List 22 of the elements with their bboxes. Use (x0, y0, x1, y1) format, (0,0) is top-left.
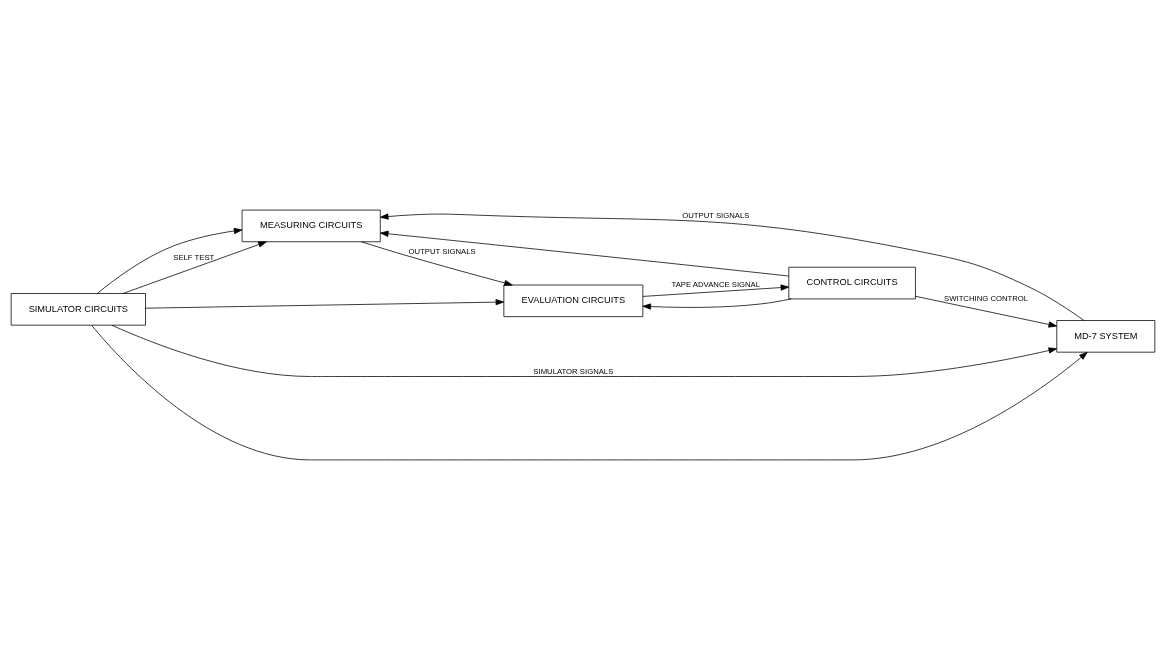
arrow (122, 241, 267, 294)
arrow (91, 325, 1088, 461)
node-box: SIMULATOR CIRCUITS (10, 293, 146, 326)
edge-label: SIMULATOR SIGNALS (533, 367, 614, 377)
node-box: EVALUATION CIRCUITS (503, 284, 644, 318)
edge-label: SWITCHING CONTROL (944, 293, 1029, 303)
arrow (642, 284, 790, 297)
node-box: MD-7 SYSTEM (1056, 320, 1156, 353)
arrow (642, 298, 792, 310)
edge-label: SELF TEST (173, 252, 215, 262)
arrow (360, 241, 513, 286)
arrow (915, 295, 1057, 328)
node-box: MEASURING CIRCUITS (241, 209, 381, 243)
edge-label: OUTPUT SIGNALS (408, 246, 476, 256)
arrow (380, 213, 1085, 321)
edge-label: TAPE ADVANCE SIGNAL (671, 279, 761, 289)
arrow (111, 324, 1057, 377)
arrow (145, 299, 505, 309)
edge-label: OUTPUT SIGNALS (682, 211, 750, 221)
node-box: CONTROL CIRCUITS (788, 266, 916, 300)
arrow (380, 230, 790, 277)
arrow (97, 227, 243, 294)
